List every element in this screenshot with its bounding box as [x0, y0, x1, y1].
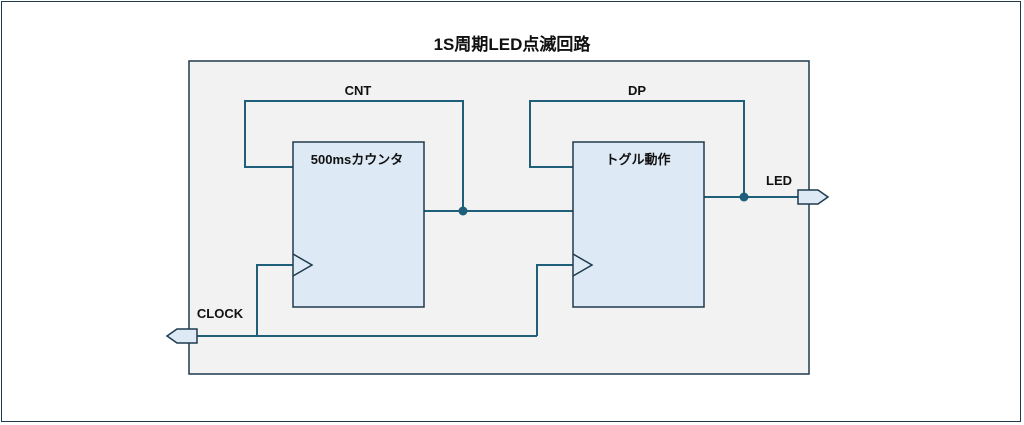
cnt-label: CNT [345, 83, 372, 98]
clock-input-port-icon [165, 328, 198, 344]
dp-label: DP [628, 83, 646, 98]
toggle-label: トグル動作 [605, 152, 670, 167]
cnt-junction [458, 206, 468, 216]
led-output-port-icon [797, 189, 830, 205]
clock-to-counter-wire [256, 264, 293, 336]
counter-clock-triangle-icon [292, 253, 314, 277]
toggle-block [572, 141, 705, 308]
toggle-clock-triangle-icon [572, 253, 594, 277]
dp-junction [739, 192, 749, 202]
dp-wire [529, 100, 745, 197]
wires [197, 100, 798, 337]
module-boundary [188, 60, 810, 375]
counter-label: 500msカウンタ [311, 152, 403, 167]
led-label: LED [766, 173, 792, 188]
clock-to-toggle-wire [536, 264, 573, 336]
diagram-title: 1S周期LED点滅回路 [434, 34, 592, 54]
clock-label: CLOCK [197, 306, 244, 321]
cnt-wire [244, 100, 464, 211]
counter-block [292, 141, 425, 308]
